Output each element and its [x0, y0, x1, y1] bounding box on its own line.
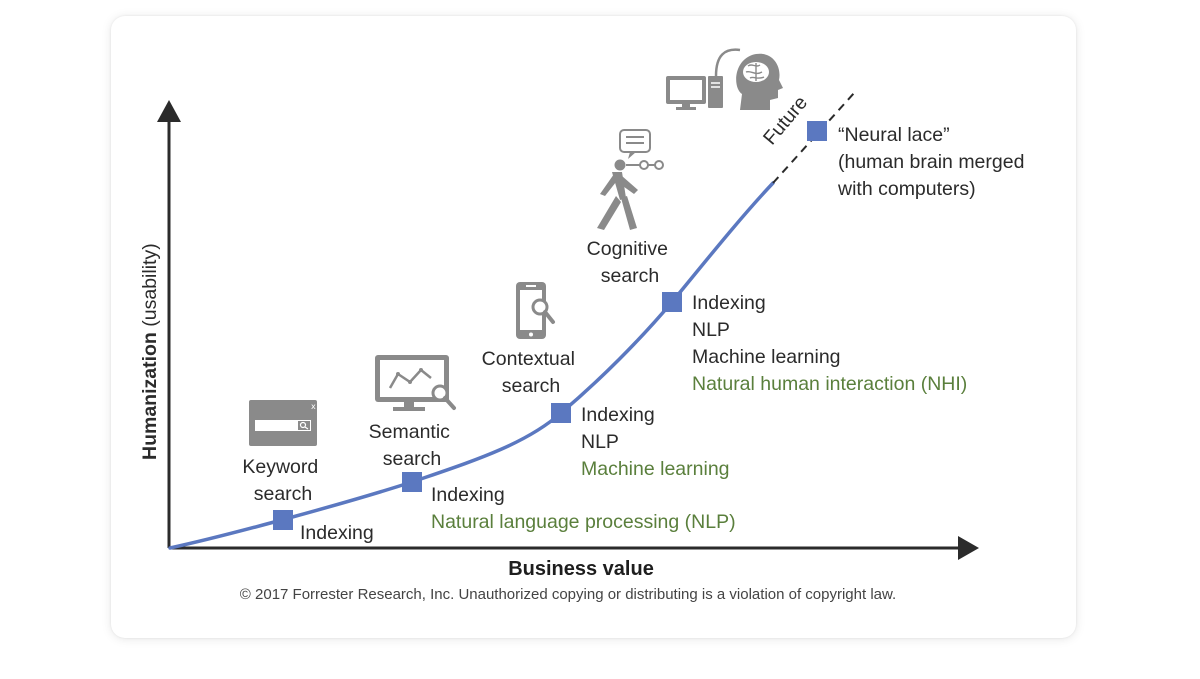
search-box-icon: x: [249, 400, 317, 446]
stage-new-feature-cognitive: Natural human interaction (NHI): [692, 373, 967, 395]
stage-title-semantic: Semantic search: [369, 421, 456, 470]
diagram-card: [111, 16, 1076, 638]
stage-feature-cognitive: Indexing NLP Machine learning: [692, 292, 841, 368]
stage-title-neural-lace: “Neural lace” (human brain merged with c…: [837, 124, 1030, 200]
x-axis-arrow: [958, 536, 979, 560]
y-axis-arrow: [157, 100, 181, 122]
stage-marker-semantic: [402, 472, 422, 492]
copyright-notice: © 2017 Forrester Research, Inc. Unauthor…: [240, 586, 896, 603]
monitor-chart-icon: [375, 355, 456, 411]
stage-title-keyword: Keyword search: [242, 456, 323, 505]
stage-new-feature-semantic: Natural language processing (NLP): [431, 511, 736, 533]
stage-feature-semantic: Indexing: [431, 484, 505, 506]
stage-marker-contextual: [551, 403, 571, 423]
stage-feature-contextual: Indexing NLP: [581, 404, 660, 453]
svg-text:x: x: [311, 402, 316, 411]
y-axis-label: Humanization (usability): [139, 243, 161, 460]
stage-marker-keyword: [273, 510, 293, 530]
person-speech-icon: [597, 129, 664, 230]
mobile-search-icon: [516, 282, 555, 339]
stage-title-contextual: Contextual search: [482, 348, 581, 397]
stage-feature-keyword: Indexing: [300, 522, 374, 544]
stage-marker-cognitive: [662, 292, 682, 312]
stage-new-feature-contextual: Machine learning: [581, 458, 730, 480]
x-axis-label: Business value: [508, 558, 654, 580]
stage-title-cognitive: Cognitive search: [587, 238, 674, 287]
computer-brain-icon: [666, 48, 783, 110]
stage-marker-neural-lace: [807, 121, 827, 141]
